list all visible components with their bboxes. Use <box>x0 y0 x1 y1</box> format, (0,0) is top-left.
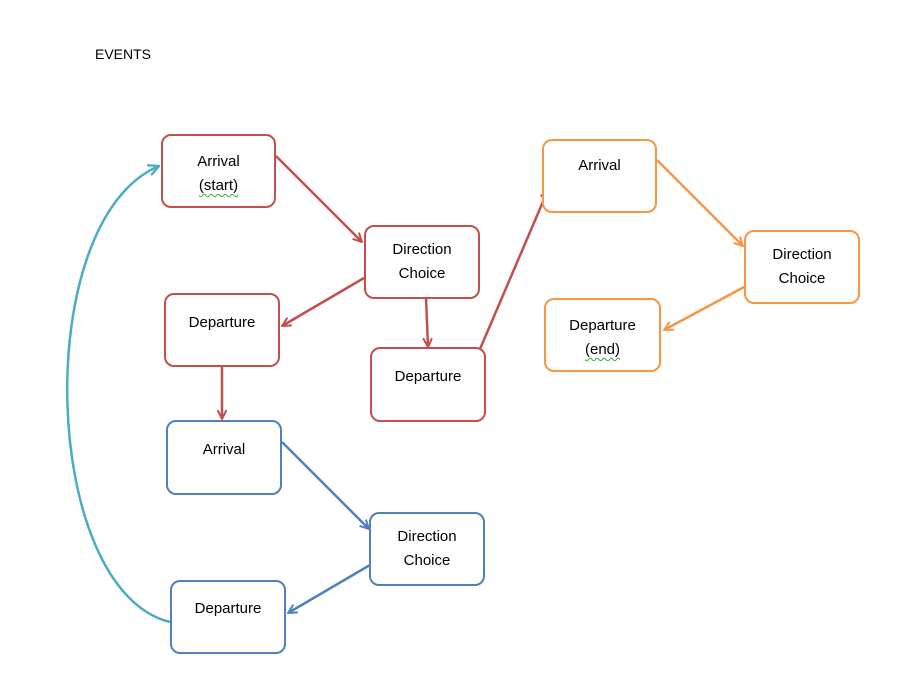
page-title: EVENTS <box>95 46 152 62</box>
node-label-line2: Choice <box>398 265 446 282</box>
node-label: Arrival <box>578 157 621 174</box>
node-label-line1: Direction <box>392 241 452 258</box>
edge-direction-orange-to-departure-end <box>664 284 747 332</box>
edge-arrival-start-to-direction <box>275 155 362 242</box>
node-direction-choice-red[interactable]: Direction Choice <box>364 225 480 299</box>
node-sublabel: (end) <box>584 341 621 358</box>
node-direction-choice-orange[interactable]: Direction Choice <box>744 230 860 304</box>
node-label: Departure <box>569 317 636 334</box>
node-departure-blue[interactable]: Departure <box>170 580 286 654</box>
edge-direction-to-departure-left <box>282 276 365 326</box>
node-departure-red-right[interactable]: Departure <box>370 347 486 422</box>
node-arrival-start[interactable]: Arrival (start) <box>161 134 276 208</box>
node-departure-red-left[interactable]: Departure <box>164 293 280 367</box>
node-label: Arrival <box>197 153 240 170</box>
node-arrival-orange[interactable]: Arrival <box>542 139 657 213</box>
node-label-line2: Choice <box>778 270 826 287</box>
edge-departure-right-to-arrival-orange <box>478 190 548 350</box>
edge-arrival-blue-to-direction-blue <box>281 441 369 529</box>
node-label-line1: Direction <box>772 246 832 263</box>
edge-direction-blue-to-departure-blue <box>288 563 371 613</box>
node-sublabel: (start) <box>198 177 239 194</box>
node-departure-end[interactable]: Departure (end) <box>544 298 661 372</box>
edge-arrival-orange-to-direction-orange <box>656 159 743 246</box>
node-label: Departure <box>188 314 256 331</box>
node-label: Departure <box>194 600 262 617</box>
edge-loop-back-to-start <box>66 166 171 624</box>
node-label-line1: Direction <box>397 528 457 545</box>
edge-direction-to-departure-right <box>426 297 428 347</box>
node-label: Arrival <box>202 441 246 458</box>
node-direction-choice-blue[interactable]: Direction Choice <box>369 512 485 586</box>
node-label: Departure <box>394 368 462 385</box>
node-arrival-blue[interactable]: Arrival <box>166 420 282 495</box>
node-label-line2: Choice <box>403 552 451 569</box>
